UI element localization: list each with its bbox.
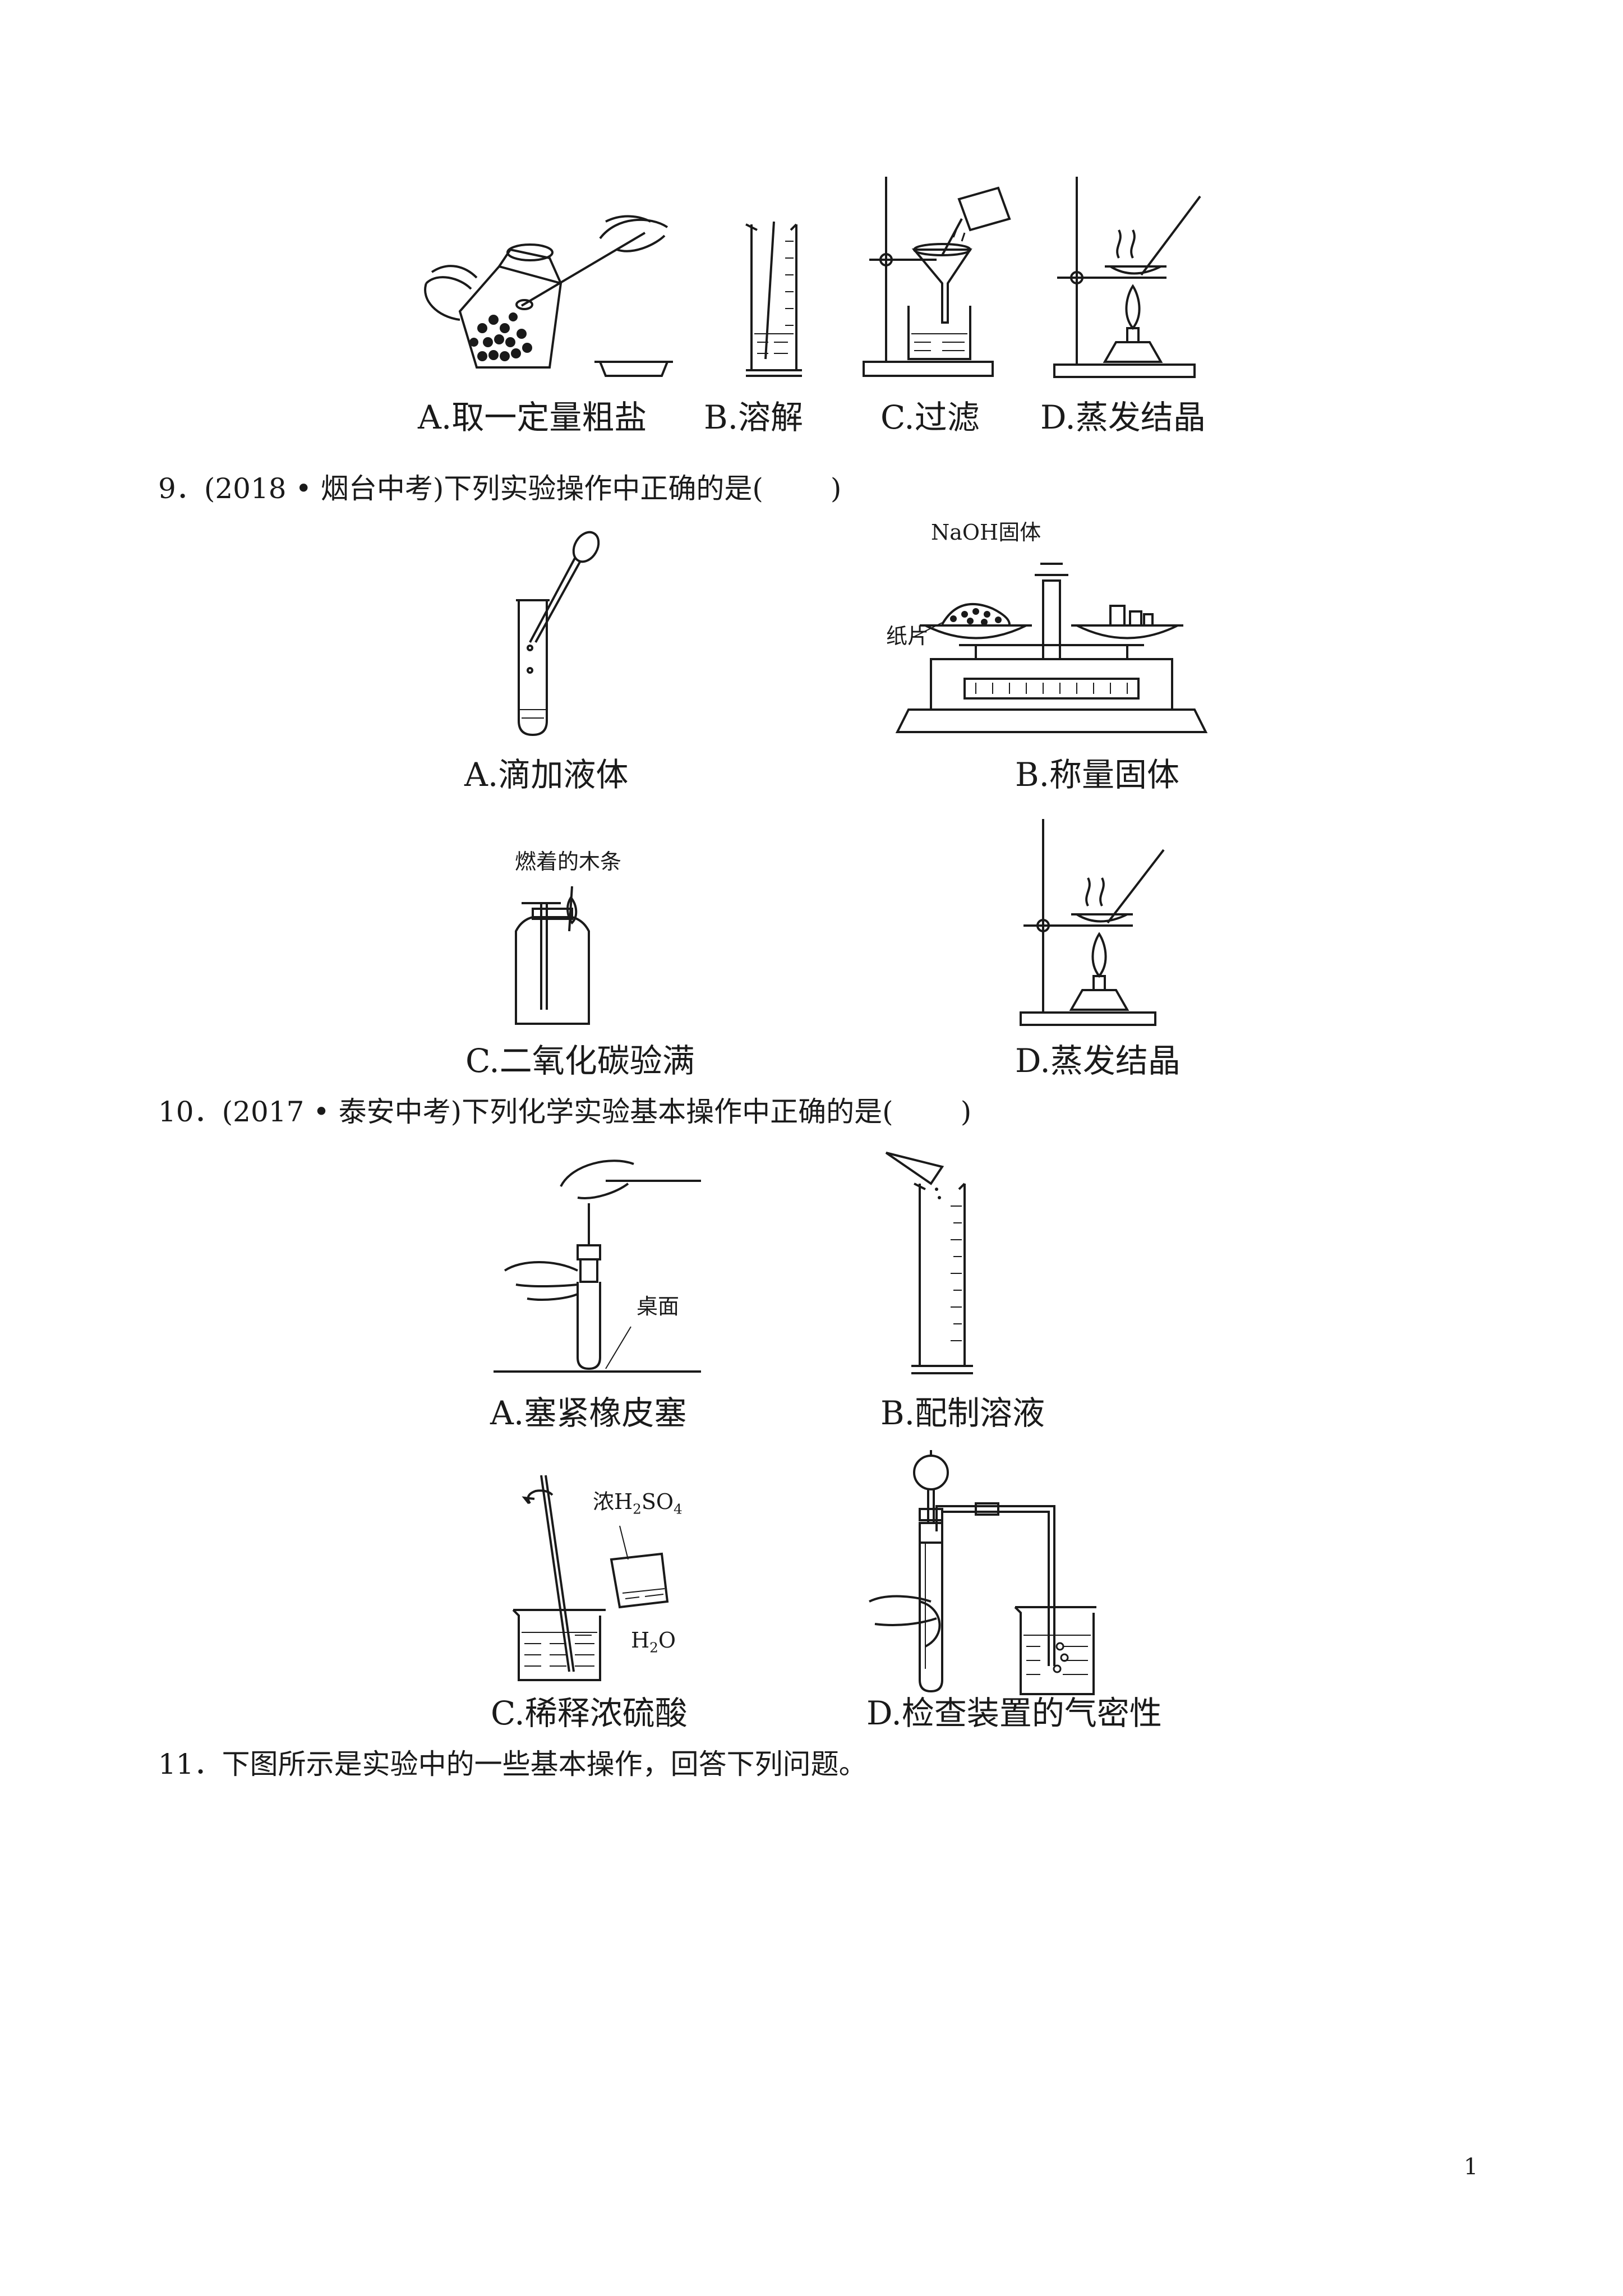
page-number: 1 — [1464, 2154, 1478, 2180]
q8-caption-b: B.溶解 — [704, 398, 804, 436]
q8-caption-c: C.过滤 — [880, 398, 980, 436]
q8-figure-a-take-salt — [415, 199, 679, 384]
q10-figure-c-dilute — [508, 1464, 687, 1688]
q10-source: (2017 • 泰安中考) — [222, 1096, 462, 1128]
q9-caption-a: A.滴加液体 — [464, 756, 629, 794]
q9-label-burning-stick: 燃着的木条 — [515, 849, 622, 874]
q11-number: 11． — [158, 1748, 222, 1780]
q11-text: 下图所示是实验中的一些基本操作，回答下列问题。 — [222, 1748, 867, 1780]
q10-figure-d-airtight — [864, 1444, 1099, 1697]
q10-label-acid: 浓H2SO4 — [593, 1489, 683, 1517]
q8-figure-d-evaporate — [1049, 174, 1217, 381]
q10-figure-a-stopper — [494, 1147, 707, 1383]
q9-caption-d: D.蒸发结晶 — [1015, 1042, 1181, 1080]
q10-caption-b: B.配制溶液 — [880, 1394, 1045, 1432]
q10-close: ) — [960, 1096, 972, 1128]
q9-figure-b-balance — [880, 553, 1228, 738]
q8-figure-b-dissolve — [735, 219, 819, 381]
q11-stem: 11．下图所示是实验中的一些基本操作，回答下列问题。 — [158, 1750, 867, 1778]
q9-figure-a-dropper — [513, 530, 614, 738]
q10-label-water: H2O — [631, 1628, 676, 1656]
q9-label-naoh: NaOH固体 — [931, 520, 1041, 545]
q9-stem: 9．(2018 • 烟台中考)下列实验操作中正确的是() — [158, 475, 841, 503]
q10-caption-a: A.塞紧橡皮塞 — [490, 1394, 687, 1432]
q8-figure-c-filter — [858, 171, 1021, 384]
q10-caption-d: D.检查装置的气密性 — [866, 1694, 1162, 1732]
q9-figure-d-evaporate — [1015, 816, 1178, 1029]
q9-label-paper: 纸片 — [886, 624, 929, 648]
q10-stem-text: 下列化学实验基本操作中正确的是( — [462, 1096, 893, 1128]
q8-caption-a: A.取一定量粗盐 — [418, 398, 647, 436]
q10-figure-b-cylinder — [880, 1144, 993, 1380]
q9-source: (2018 • 烟台中考) — [204, 472, 444, 505]
q9-stem-text: 下列实验操作中正确的是( — [444, 472, 763, 505]
q10-number: 10． — [158, 1096, 222, 1128]
q10-stem: 10．(2017 • 泰安中考)下列化学实验基本操作中正确的是() — [158, 1098, 971, 1126]
q9-caption-b: B.称量固体 — [1015, 756, 1180, 794]
q9-figure-c-co2 — [499, 875, 600, 1032]
q10-caption-c: C.稀释浓硫酸 — [491, 1694, 688, 1732]
q10-label-desk: 桌面 — [637, 1294, 680, 1319]
q9-number: 9． — [158, 472, 204, 505]
q8-caption-d: D.蒸发结晶 — [1040, 398, 1206, 436]
q9-caption-c: C.二氧化碳验满 — [465, 1042, 695, 1080]
q9-close: ) — [830, 472, 842, 505]
